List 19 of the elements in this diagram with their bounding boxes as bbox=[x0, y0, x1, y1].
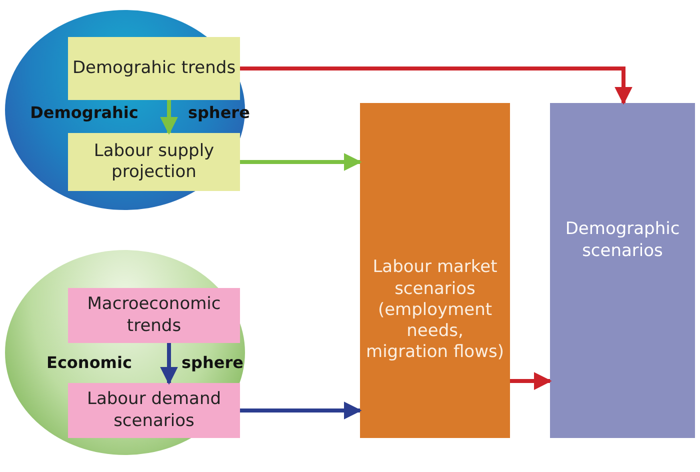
box-label: Demograhic trends bbox=[72, 58, 236, 80]
scenario-panel bbox=[550, 103, 695, 438]
process-box bbox=[68, 133, 240, 191]
arrow bbox=[160, 343, 178, 385]
box-label: Labour supply projection bbox=[92, 140, 216, 184]
process-box bbox=[68, 37, 240, 100]
box-label: Macroeconomic trends bbox=[86, 294, 222, 337]
arrow bbox=[240, 66, 632, 105]
box-label: Labour market scenarios (employment needs, migration flows) bbox=[366, 257, 504, 364]
box-label: Demographic scenarios bbox=[564, 219, 681, 262]
arrow bbox=[510, 372, 552, 390]
process-box bbox=[68, 288, 240, 343]
scenario-panel bbox=[360, 103, 510, 438]
arrow bbox=[240, 153, 362, 171]
sphere-label: Economic sphere bbox=[46, 353, 244, 372]
box-label: Labour demand scenarios bbox=[86, 389, 222, 432]
arrow bbox=[240, 402, 362, 420]
process-box bbox=[68, 383, 240, 438]
arrow bbox=[160, 100, 178, 135]
